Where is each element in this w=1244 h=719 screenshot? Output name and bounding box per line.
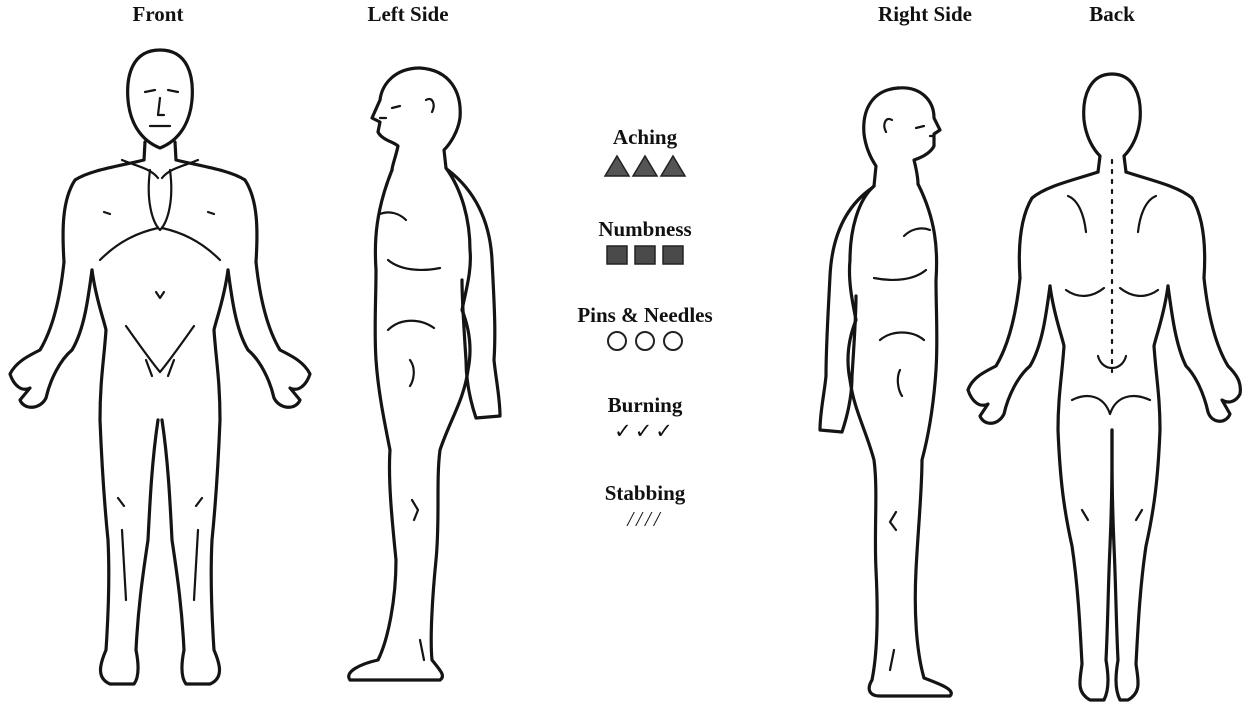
pins-circle-icon (664, 332, 682, 350)
pins-circle-icon (636, 332, 654, 350)
burning-check-symbols: ✓✓✓ (540, 420, 750, 442)
stabbing-slash-symbols: //// (540, 508, 750, 530)
aching-triangle-icon (661, 156, 685, 176)
numbness-square-icon (607, 246, 627, 264)
legend-burning: Burning ✓✓✓ (540, 392, 750, 442)
legend-stabbing: Stabbing //// (540, 480, 750, 530)
aching-triangle-icon (605, 156, 629, 176)
numbness-square-icon (635, 246, 655, 264)
legend-numbness: Numbness (540, 216, 750, 266)
legend-aching-label: Aching (540, 124, 750, 150)
legend-pins-needles: Pins & Needles (540, 302, 750, 352)
aching-triangle-symbols (603, 152, 687, 178)
legend-stabbing-label: Stabbing (540, 480, 750, 506)
legend-aching: Aching (540, 124, 750, 178)
pins-circle-icon (608, 332, 626, 350)
legend-numbness-label: Numbness (540, 216, 750, 242)
numbness-square-icon (663, 246, 683, 264)
aching-triangle-icon (633, 156, 657, 176)
legend-burning-label: Burning (540, 392, 750, 418)
pins-needles-circle-symbols (605, 330, 685, 352)
legend-pins-needles-label: Pins & Needles (540, 302, 750, 328)
numbness-square-symbols (605, 244, 685, 266)
